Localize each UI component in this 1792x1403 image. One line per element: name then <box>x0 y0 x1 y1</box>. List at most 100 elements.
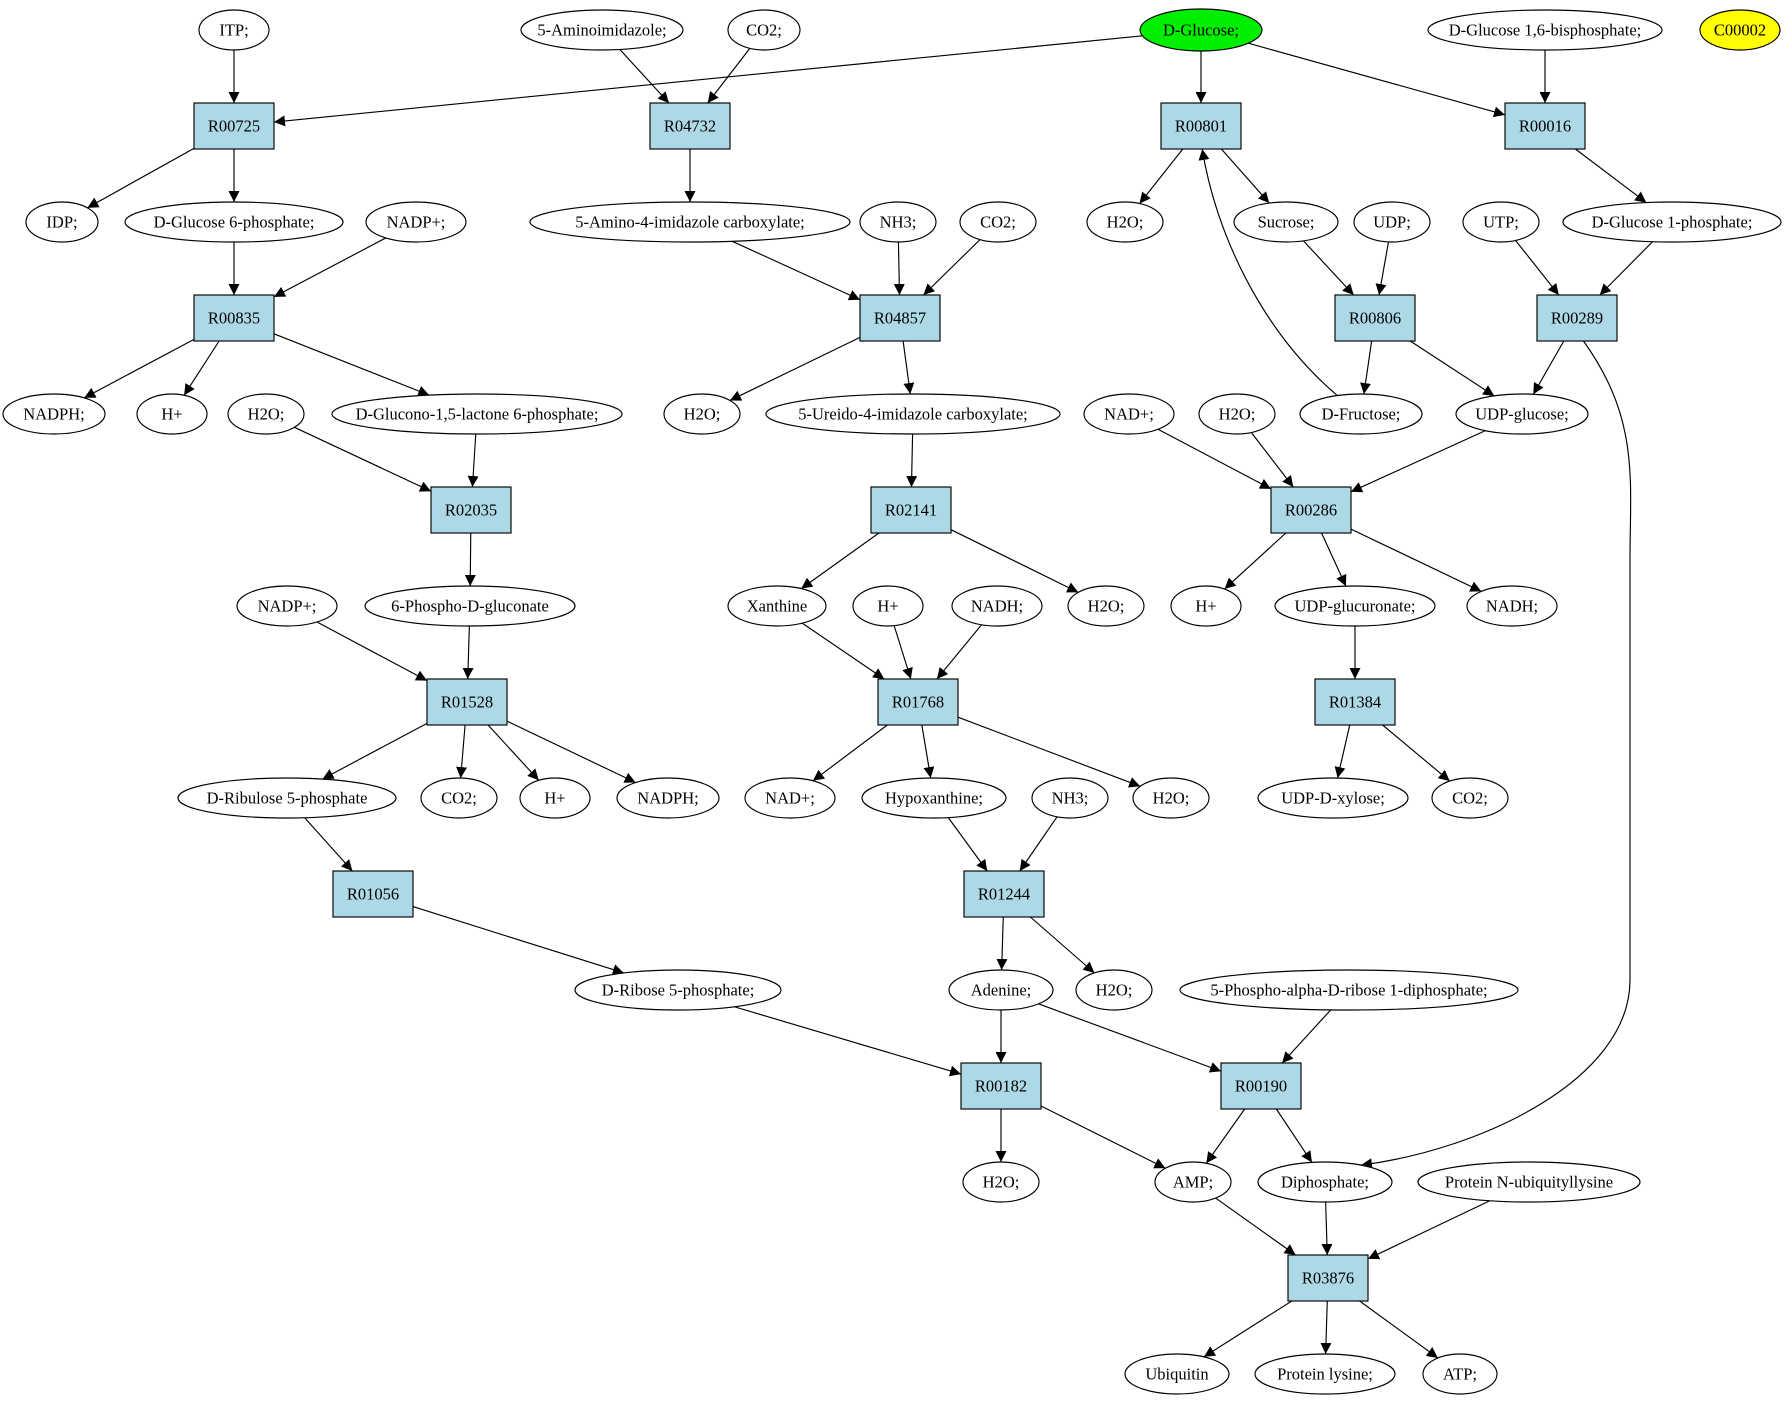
reaction-node-R02141[interactable]: R02141 <box>870 486 952 534</box>
edge-R00801-to-sucrose <box>1220 148 1270 204</box>
compound-node-aica[interactable]: 5-Amino-4-imidazole carboxylate; <box>529 201 851 243</box>
compound-node-co2_d[interactable]: CO2; <box>1431 777 1509 819</box>
reaction-node-R00286[interactable]: R00286 <box>1270 486 1352 534</box>
reaction-node-R04732[interactable]: R04732 <box>649 102 731 150</box>
reaction-node-R00801[interactable]: R00801 <box>1160 102 1242 150</box>
compound-node-ubiquitin[interactable]: Ubiquitin <box>1124 1353 1230 1395</box>
reaction-node-R00016[interactable]: R00016 <box>1504 102 1586 150</box>
edge-R01384-to-co2_d <box>1382 724 1451 782</box>
compound-node-c00002[interactable]: C00002 <box>1699 9 1781 51</box>
compound-node-utp[interactable]: UTP; <box>1462 201 1540 243</box>
compound-node-itp[interactable]: ITP; <box>198 9 270 51</box>
compound-node-h2o_d[interactable]: H2O; <box>1198 393 1276 435</box>
compound-node-amp[interactable]: AMP; <box>1154 1161 1232 1203</box>
edge-ribulose-to-R01056 <box>304 817 353 872</box>
compound-node-h2o_f[interactable]: H2O; <box>1132 777 1210 819</box>
compound-node-adenine[interactable]: Adenine; <box>948 969 1054 1011</box>
compound-node-nh3_b[interactable]: NH3; <box>1031 777 1109 819</box>
compound-node-nadp_plus[interactable]: NAD+; <box>1083 393 1175 435</box>
compound-node-nadpp_a[interactable]: NADP+; <box>365 201 467 243</box>
edge-R02141-to-h2o_e <box>950 529 1079 593</box>
node-label: R01384 <box>1329 693 1381 712</box>
compound-node-d_glucose[interactable]: D-Glucose; <box>1139 8 1263 52</box>
compound-ellipse <box>1254 1353 1396 1395</box>
reaction-node-R01384[interactable]: R01384 <box>1314 678 1396 726</box>
edge-R00190-to-amp <box>1205 1108 1246 1164</box>
reaction-box <box>1160 102 1242 150</box>
compound-node-ribose5p[interactable]: D-Ribose 5-phosphate; <box>574 969 782 1011</box>
compound-node-udpgluc[interactable]: UDP-glucuronate; <box>1274 585 1436 627</box>
reaction-box <box>193 102 275 150</box>
compound-node-diphos[interactable]: Diphosphate; <box>1257 1161 1393 1203</box>
compound-node-sucrose[interactable]: Sucrose; <box>1233 201 1339 243</box>
compound-node-hp_b[interactable]: H+ <box>852 585 924 627</box>
compound-node-protub[interactable]: Protein N-ubiquityllysine <box>1417 1161 1641 1203</box>
reaction-node-R00725[interactable]: R00725 <box>193 102 275 150</box>
compound-node-ribulose[interactable]: D-Ribulose 5-phosphate <box>177 777 397 819</box>
edge-R02035-to-pgluconate <box>464 532 476 587</box>
compound-node-ureido[interactable]: 5-Ureido-4-imidazole carboxylate; <box>765 393 1061 435</box>
compound-node-nadph_b[interactable]: NADPH; <box>616 777 720 819</box>
compound-node-aminoimidazole[interactable]: 5-Aminoimidazole; <box>520 9 684 51</box>
edge-R00806-to-fructose <box>1360 340 1373 395</box>
reaction-node-R01528[interactable]: R01528 <box>426 678 508 726</box>
reaction-node-R00182[interactable]: R00182 <box>960 1062 1042 1110</box>
compound-node-nadh_a[interactable]: NADH; <box>951 585 1043 627</box>
edge-xanthine-to-R01768 <box>801 622 885 680</box>
compound-node-h2o_h[interactable]: H2O; <box>962 1161 1040 1203</box>
compound-node-hp_d[interactable]: H+ <box>519 777 591 819</box>
node-label: Adenine; <box>971 981 1031 1000</box>
compound-node-udpglc[interactable]: UDP-glucose; <box>1455 393 1589 435</box>
compound-ellipse <box>1274 585 1436 627</box>
compound-node-hp_a[interactable]: H+ <box>136 393 208 435</box>
compound-node-g16bp[interactable]: D-Glucose 1,6-bisphosphate; <box>1427 9 1663 51</box>
compound-node-nadpp_b[interactable]: NADP+; <box>236 585 338 627</box>
compound-node-co2_b[interactable]: CO2; <box>959 201 1037 243</box>
compound-node-glucono[interactable]: D-Glucono-1,5-lactone 6-phosphate; <box>331 393 623 435</box>
compound-node-nadph_a[interactable]: NADPH; <box>2 393 106 435</box>
compound-node-nadh_b[interactable]: NADH; <box>1466 585 1558 627</box>
reaction-node-R00806[interactable]: R00806 <box>1334 294 1416 342</box>
compound-node-hp_c[interactable]: H+ <box>1170 585 1242 627</box>
compound-node-nh3_a[interactable]: NH3; <box>859 201 937 243</box>
compound-ellipse <box>744 777 836 819</box>
compound-node-udpxyl[interactable]: UDP-D-xylose; <box>1257 777 1409 819</box>
reaction-node-R03876[interactable]: R03876 <box>1287 1254 1369 1302</box>
reaction-node-R00190[interactable]: R00190 <box>1220 1062 1302 1110</box>
reaction-node-R01244[interactable]: R01244 <box>963 870 1045 918</box>
compound-node-idp[interactable]: IDP; <box>25 201 99 243</box>
reaction-box <box>1220 1062 1302 1110</box>
compound-node-hypox[interactable]: Hypoxanthine; <box>861 777 1007 819</box>
compound-node-h2o_e[interactable]: H2O; <box>1067 585 1145 627</box>
reaction-node-R02035[interactable]: R02035 <box>430 486 512 534</box>
node-label: Protein N-ubiquityllysine <box>1445 1173 1613 1192</box>
compound-node-pgluconate[interactable]: 6-Phospho-D-gluconate <box>364 585 576 627</box>
node-label: H2O; <box>1219 405 1256 424</box>
node-label: Sucrose; <box>1258 213 1315 232</box>
edge-R01244-to-h2o_g <box>1029 916 1095 974</box>
edge-R00289-to-diphos <box>1360 340 1632 1170</box>
compound-node-h2o_g[interactable]: H2O; <box>1075 969 1153 1011</box>
compound-node-g1p[interactable]: D-Glucose 1-phosphate; <box>1562 201 1782 243</box>
compound-node-g6p[interactable]: D-Glucose 6-phosphate; <box>124 201 344 243</box>
compound-node-co2_a[interactable]: CO2; <box>727 9 801 51</box>
compound-node-h2o_a[interactable]: H2O; <box>1086 201 1164 243</box>
reaction-node-R01056[interactable]: R01056 <box>332 870 414 918</box>
compound-node-nadplus_b[interactable]: NAD+; <box>744 777 836 819</box>
reaction-node-R00835[interactable]: R00835 <box>193 294 275 342</box>
compound-node-atp[interactable]: ATP; <box>1422 1353 1498 1395</box>
compound-node-co2_c[interactable]: CO2; <box>420 777 498 819</box>
node-label: UDP-glucose; <box>1475 405 1569 424</box>
edge-adenine-to-R00190 <box>1038 1003 1222 1073</box>
compound-node-xanthine[interactable]: Xanthine <box>727 585 827 627</box>
compound-node-udp[interactable]: UDP; <box>1353 201 1431 243</box>
compound-node-protlys[interactable]: Protein lysine; <box>1254 1353 1396 1395</box>
compound-node-fructose[interactable]: D-Fructose; <box>1299 393 1423 435</box>
compound-node-h2o_b[interactable]: H2O; <box>227 393 305 435</box>
reaction-node-R01768[interactable]: R01768 <box>877 678 959 726</box>
compound-node-h2o_c[interactable]: H2O; <box>663 393 741 435</box>
reaction-node-R00289[interactable]: R00289 <box>1536 294 1618 342</box>
edge-co2_b-to-R04857 <box>923 239 981 296</box>
compound-node-prpp[interactable]: 5-Phospho-alpha-D-ribose 1-diphosphate; <box>1179 969 1519 1011</box>
reaction-node-R04857[interactable]: R04857 <box>859 294 941 342</box>
